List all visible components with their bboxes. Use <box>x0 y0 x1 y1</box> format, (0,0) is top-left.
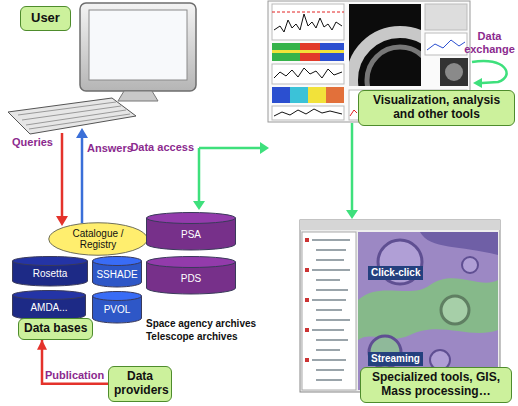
ring <box>367 47 421 86</box>
keyboard-keys <box>18 102 130 129</box>
arrowhead <box>346 210 358 219</box>
database-cylinder: Rosetta <box>12 256 88 286</box>
thumbnail-disc <box>445 63 463 81</box>
terrain-region <box>358 278 498 340</box>
plot-line <box>274 14 342 32</box>
data-access-arrow <box>193 142 269 210</box>
terrain <box>358 232 498 370</box>
user-box: User <box>20 6 71 31</box>
green-line <box>351 123 354 211</box>
thumbnail <box>440 58 468 86</box>
flow-label: Queries <box>12 136 53 149</box>
layer-tree <box>302 232 356 390</box>
registry-ellipse: Catalogue / Registry <box>48 222 148 256</box>
tool-box: Visualization, analysis and other tools <box>358 90 515 126</box>
tree-icons <box>305 238 309 362</box>
answer-arrow <box>81 136 84 223</box>
database-cylinder: AMDA... <box>12 290 86 320</box>
node-text: AMDA... <box>30 302 67 313</box>
cylinder-top <box>147 257 236 268</box>
monitor-stand <box>118 91 158 101</box>
exchange-loop <box>472 61 507 88</box>
cylinder-top <box>93 292 142 301</box>
spectrogram <box>272 50 344 53</box>
plot-panel <box>272 4 344 40</box>
arrowhead <box>56 216 68 226</box>
plot-panel <box>425 33 467 55</box>
database-cylinder: SSHADE <box>92 256 142 287</box>
map-label: Streaming <box>368 352 423 366</box>
tools-arrow <box>346 123 358 219</box>
plot-line <box>427 40 465 50</box>
spectrogram <box>272 87 290 103</box>
database-cylinder: PVOL <box>92 291 142 323</box>
flow-label: Data exchange <box>463 30 516 55</box>
loop-arrow <box>472 61 507 83</box>
group-box: Data bases <box>18 318 93 340</box>
ring <box>352 32 421 86</box>
arrowhead <box>76 128 88 138</box>
query-arrow <box>61 133 64 218</box>
node-text: PDS <box>181 273 202 284</box>
node-text: Specialized tools, GIS, Mass processing… <box>366 371 506 399</box>
map-label: Click-click <box>368 266 423 280</box>
green-line <box>199 148 262 203</box>
computer-icon <box>8 3 196 134</box>
query-arrows <box>56 128 88 226</box>
node-text: Catalogue / Registry <box>67 228 129 250</box>
flow-label: Answers <box>87 142 133 155</box>
flow-label: Data access <box>128 141 194 154</box>
cylinder-top <box>13 257 88 266</box>
arrowhead <box>193 201 205 210</box>
database-cylinder: PDS <box>146 256 236 294</box>
node-text: SSHADE <box>96 269 137 280</box>
cylinder-top <box>13 291 86 300</box>
node-text: User <box>31 11 60 26</box>
arrowhead <box>260 142 269 154</box>
node-text: PSA <box>181 229 201 240</box>
monitor <box>80 3 196 91</box>
plot-panel <box>272 106 344 120</box>
provider-box: Data providers <box>108 366 172 402</box>
arrowhead <box>473 78 482 88</box>
plot-panel <box>425 4 467 30</box>
spectrogram <box>290 87 308 103</box>
threshold-line <box>272 12 344 13</box>
cylinder-top <box>147 213 236 224</box>
screen <box>89 10 187 80</box>
crater <box>462 257 478 273</box>
tree-rows <box>312 240 350 380</box>
database-cylinder: PSA <box>146 212 236 250</box>
planet-rings <box>352 32 421 86</box>
tool-box: Specialized tools, GIS, Mass processing… <box>360 367 512 403</box>
node-text: Data providers <box>114 370 166 398</box>
connector <box>42 340 108 384</box>
ellipse-shape <box>49 223 148 256</box>
node-text: Visualization, analysis and other tools <box>364 94 509 122</box>
archive-note: Telescope archives <box>146 331 238 343</box>
plot-panel <box>272 64 344 84</box>
edge-label: Publication <box>45 369 104 382</box>
node-text: Rosetta <box>33 268 67 279</box>
plot-line <box>274 109 342 116</box>
spectrogram <box>326 87 344 103</box>
spectrogram <box>308 87 326 103</box>
terrain-region <box>420 232 498 255</box>
keyboard <box>8 98 136 134</box>
archive-note: Space agency archives <box>146 318 256 330</box>
plot-line <box>274 68 342 78</box>
node-text: Data bases <box>24 322 87 336</box>
toolbar <box>300 220 500 230</box>
cylinder-top <box>93 257 142 266</box>
crater <box>441 296 469 324</box>
plot-line <box>350 110 357 116</box>
node-text: PVOL <box>104 304 131 315</box>
